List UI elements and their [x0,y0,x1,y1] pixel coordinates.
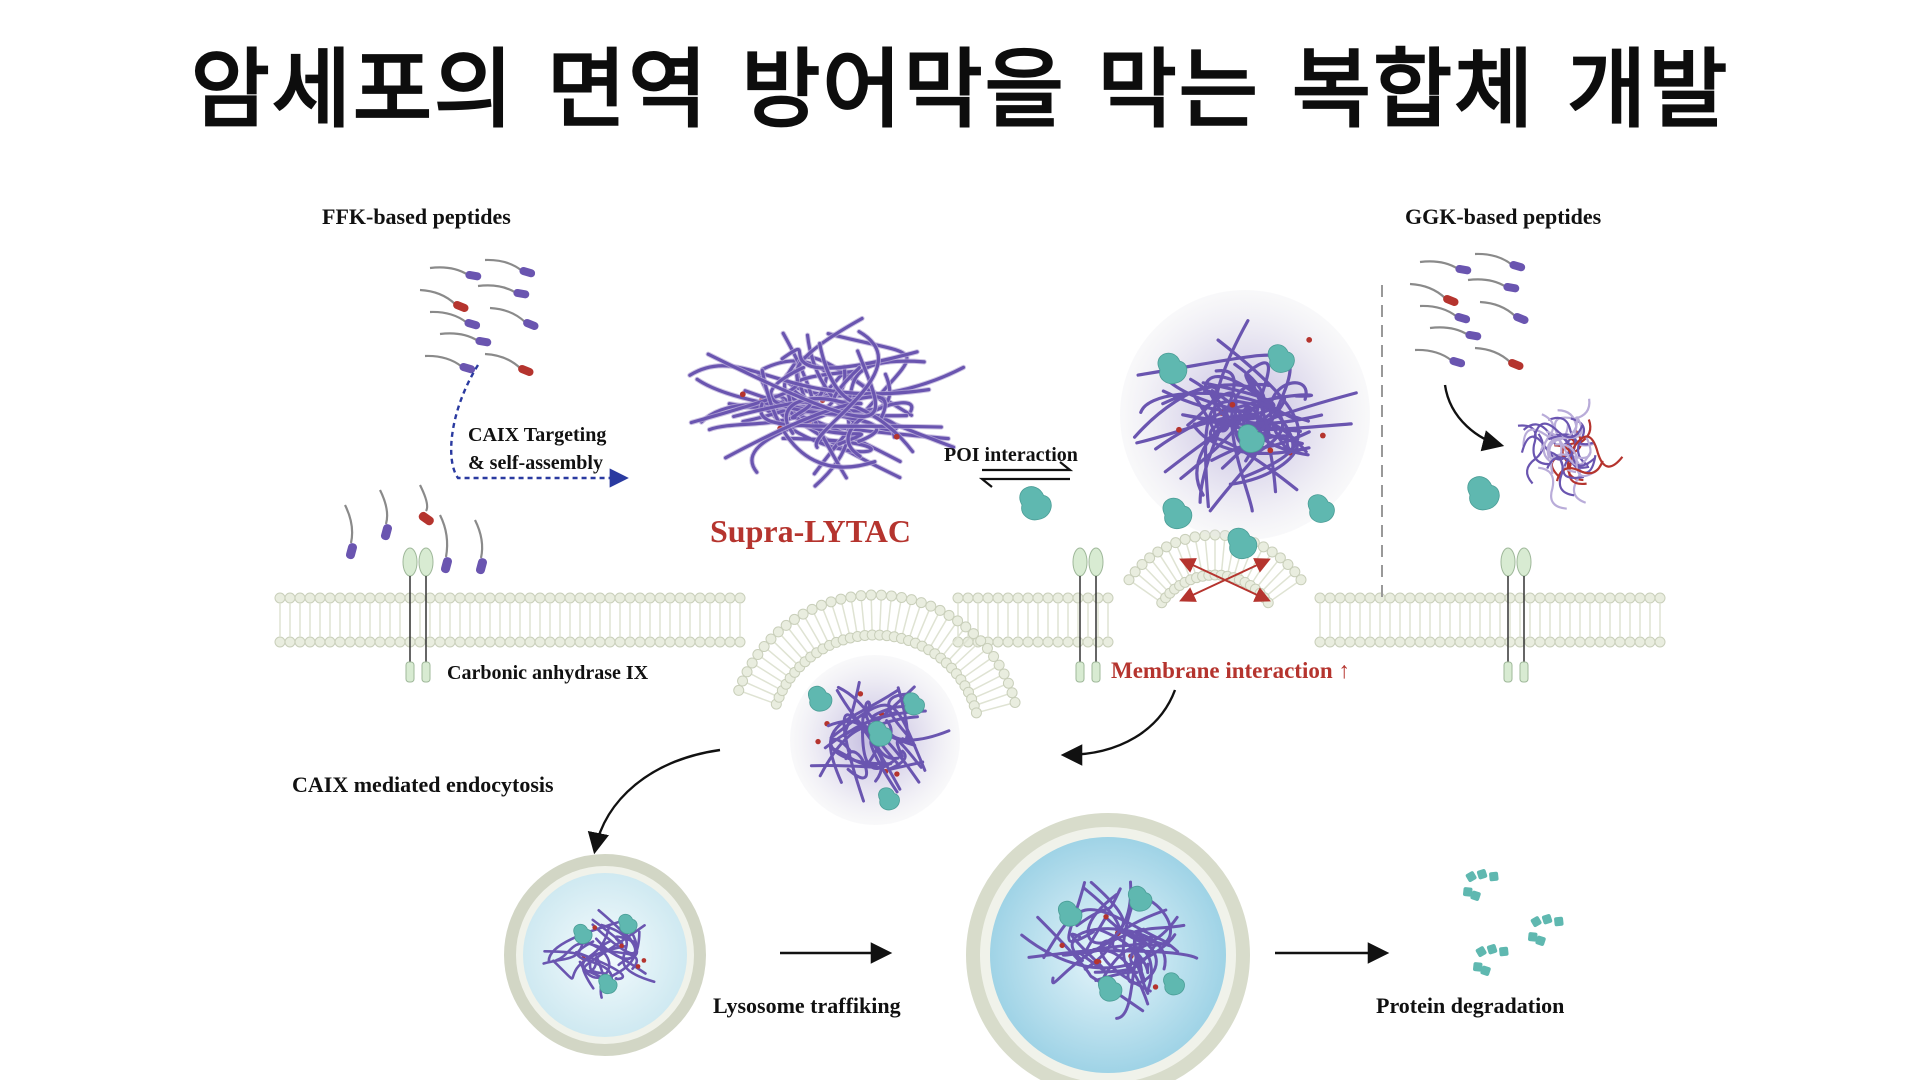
supra-lytac-label: Supra-LYTAC [710,513,911,549]
membrane-interaction-label: Membrane interaction ↑ [1111,658,1350,683]
carbonic-anhydrase-label: Carbonic anhydrase IX [447,662,649,684]
ggk-peptides-illustration [1409,252,1529,370]
degraded-protein-fragments [1463,869,1564,976]
membrane-to-vesicle-arrow [1060,689,1177,766]
supra-lytac-fiber-network [687,315,967,489]
poi-bound-nanostructure [1120,290,1370,540]
protein-degradation-label: Protein degradation [1376,993,1564,1018]
self-assembly-label: & self-assembly [468,452,603,474]
caix-endocytosis-label: CAIX mediated endocytosis [292,772,554,797]
poi-proteins [573,344,1500,1002]
ggk-label: GGK-based peptides [1405,204,1602,229]
cell-membrane [274,529,1666,719]
targeting-arrow [449,364,629,488]
ggk-aggregation-arrow [1443,384,1505,452]
endocytosis-arrow [587,748,721,855]
ffk-label: FFK-based peptides [322,204,511,229]
caix-targeting-label: CAIX Targeting [468,424,606,446]
page-title: 암세포의 면역 방어막을 막는 복합체 개발 [190,40,1730,140]
equilibrium-arrows [978,461,1074,488]
lysosome-traffiking-label: Lysosome traffiking [713,993,901,1018]
free-peptides-illustration [344,484,488,575]
poi-interaction-label: POI interaction [944,444,1078,466]
ggk-aggregate-ball [1517,398,1624,510]
lysosome [966,813,1250,1080]
early-lysosome [504,854,706,1056]
membrane-interaction-cross-arrows [1179,558,1271,602]
ffk-peptides-illustration [419,258,539,376]
